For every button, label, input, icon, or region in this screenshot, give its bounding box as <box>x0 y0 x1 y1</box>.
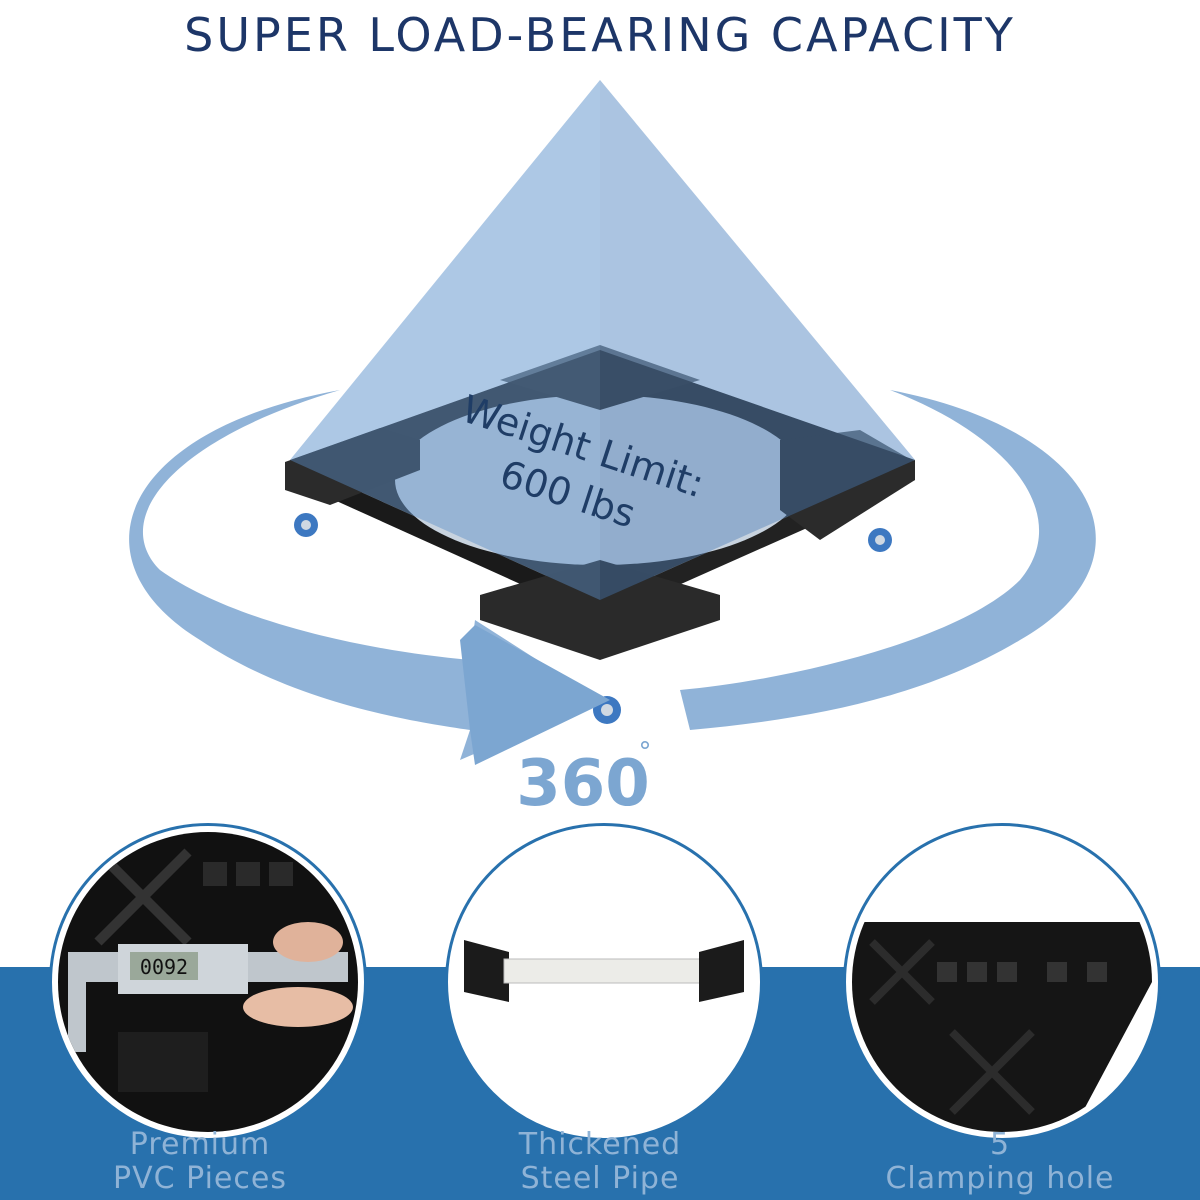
feature-caption-line1: Premium <box>129 1127 271 1162</box>
rotation-degree-symbol: ° <box>639 737 652 767</box>
feature-caption-steel-pipe: Thickened Steel Pipe <box>430 1128 770 1196</box>
feature-caption-pvc: Premium PVC Pieces <box>30 1128 370 1196</box>
load-illustration: Weight Limit: 600 lbs 360 ° <box>129 80 1096 821</box>
feature-caption-line1: Thickened <box>518 1127 682 1162</box>
feature-caption-line2: PVC Pieces <box>113 1161 287 1196</box>
caliper-reading: 0092 <box>140 955 188 979</box>
feature-caption-line1: 5 <box>989 1127 1011 1162</box>
feature-circle-pvc: 0092 <box>52 826 364 1138</box>
pyramid-right-face <box>600 80 915 600</box>
rotation-arrowhead-icon <box>460 625 610 765</box>
feature-caption-clamping-hole: 5 Clamping hole <box>830 1128 1170 1196</box>
feature-circle-steel-pipe <box>448 826 760 1138</box>
pvc-piece-photo-icon: 0092 <box>58 832 358 1132</box>
feature-caption-line2: Clamping hole <box>885 1161 1115 1196</box>
rotation-arrow-tail-icon <box>680 390 1096 730</box>
steel-pipe-photo-icon <box>454 832 754 1132</box>
rotation-value: 360 <box>516 747 650 821</box>
clamping-hole-photo-icon <box>852 832 1152 1132</box>
pyramid-back-face <box>290 80 915 460</box>
cart-frame <box>285 345 915 724</box>
pyramid-left-face <box>290 80 600 600</box>
page-title: SUPER LOAD-BEARING CAPACITY <box>184 8 1016 62</box>
feature-circle-clamping-hole <box>846 826 1158 1138</box>
feature-caption-line2: Steel Pipe <box>520 1161 680 1196</box>
